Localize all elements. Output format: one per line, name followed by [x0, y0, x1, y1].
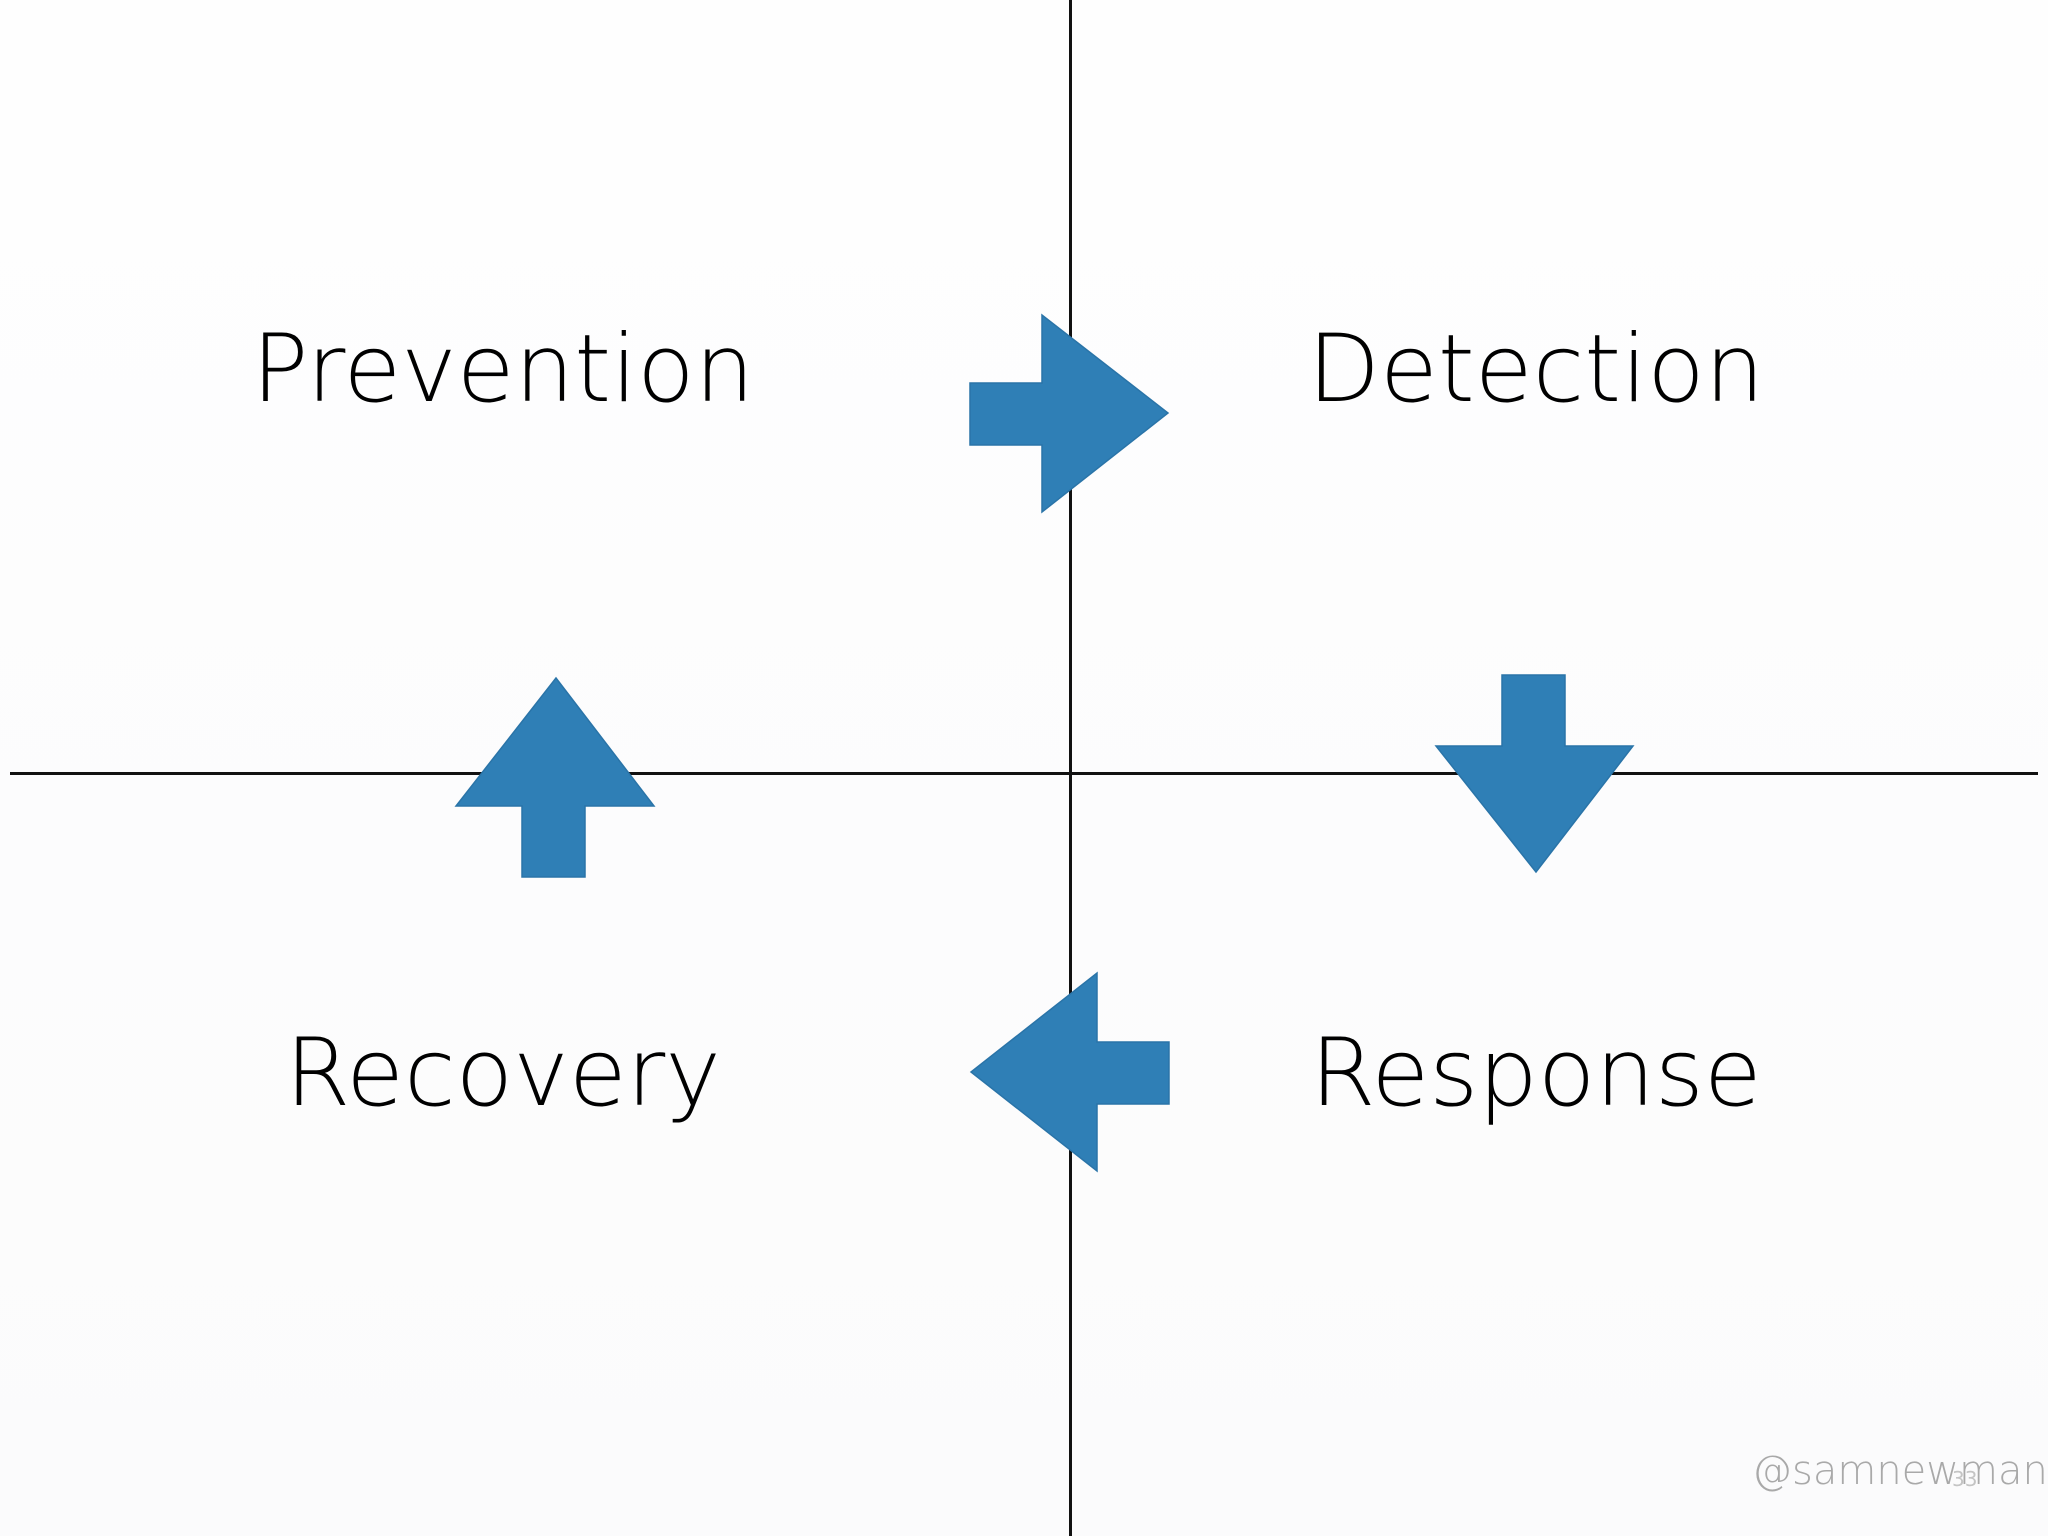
page-number: 33	[1952, 1467, 1978, 1491]
horizontal-axis-line	[10, 772, 2038, 775]
author-handle: @samnewman	[1752, 1448, 2048, 1494]
quadrant-label-prevention: Prevention	[251, 315, 755, 424]
arrow-down-icon	[1434, 674, 1635, 874]
quadrant-label-recovery: Recovery	[285, 1019, 721, 1128]
arrow-right-icon	[969, 313, 1170, 514]
quadrant-label-detection: Detection	[1307, 315, 1765, 424]
arrow-left-icon	[969, 971, 1170, 1173]
quadrant-label-response: Response	[1310, 1019, 1762, 1128]
arrow-up-icon	[454, 676, 656, 878]
vertical-axis-line	[1069, 0, 1072, 1536]
